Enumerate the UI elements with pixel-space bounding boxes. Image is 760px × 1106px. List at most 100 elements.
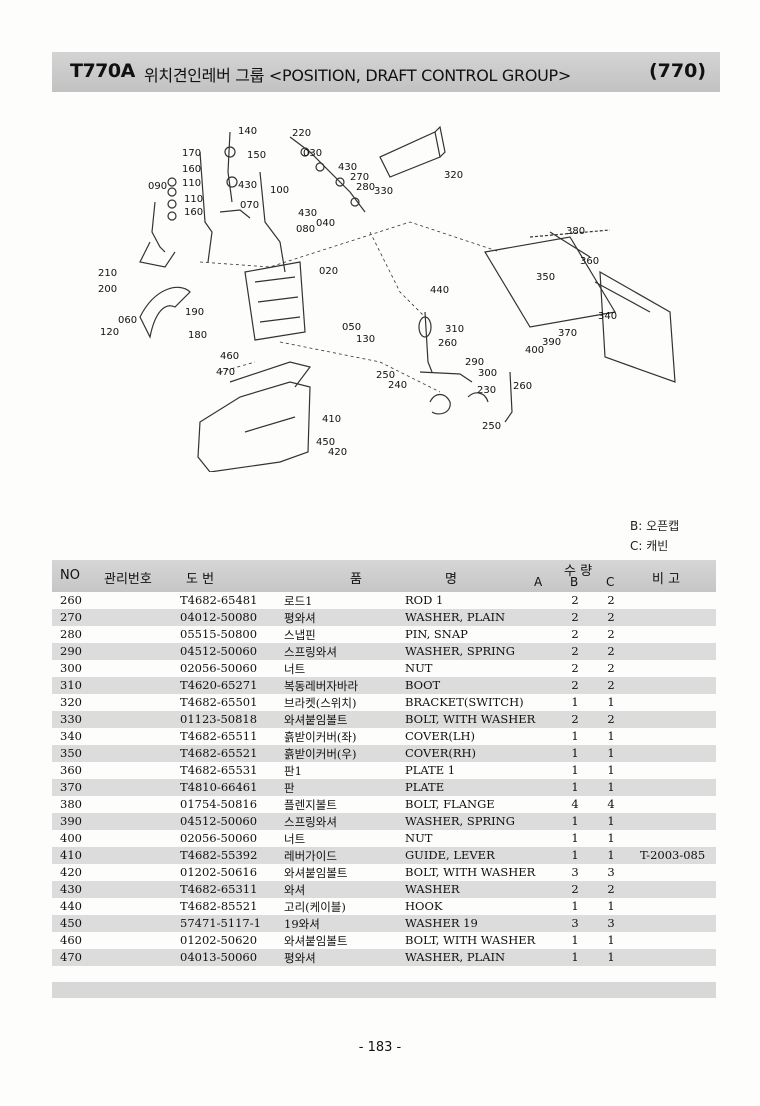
svg-text:060: 060 [118,315,137,326]
qty-b: 1 [571,780,579,794]
group-header: T770A 위치견인레버 그룹 <POSITION, DRAFT CONTROL… [52,52,720,92]
part-name-en: PLATE 1 [405,763,456,777]
part-name-en: NUT [405,661,433,675]
qty-b: 2 [571,644,579,658]
qty-b: 1 [571,763,579,777]
qty-c: 2 [607,593,615,607]
part-name-en: BOLT, WITH WASHER [405,712,536,726]
part-name-en: BOOT [405,678,441,692]
part-no: 460 [60,933,82,947]
qty-c: 1 [607,831,615,845]
svg-text:250: 250 [482,421,501,432]
qty-b: 2 [571,593,579,607]
part-name-kr: 너트 [284,662,306,676]
part-name-en: WASHER, SPRING [405,644,515,658]
part-number: T4682-65311 [180,882,258,896]
svg-text:350: 350 [536,272,555,283]
part-name-en: BOLT, WITH WASHER [405,933,536,947]
part-number: T4682-65521 [180,746,258,760]
col-name-part1: 품 [350,572,362,587]
part-number: 02056-50060 [180,661,258,675]
group-code: (770) [648,60,706,82]
svg-text:320: 320 [444,170,463,181]
part-no: 290 [60,644,82,658]
col-mgmt-number: 관리번호 [104,572,152,587]
model-code: T770A [70,60,135,82]
part-name-en: NUT [405,831,433,845]
qty-b: 1 [571,729,579,743]
part-no: 470 [60,950,82,964]
svg-text:460: 460 [220,351,239,362]
qty-b: 1 [571,814,579,828]
svg-text:340: 340 [598,311,617,322]
part-no: 390 [60,814,82,828]
part-name-kr: 레버가이드 [284,849,337,863]
part-name-en: ROD 1 [405,593,444,607]
svg-text:040: 040 [316,218,335,229]
qty-c: 2 [607,661,615,675]
qty-b: 1 [571,950,579,964]
col-qty-c: C [606,575,615,589]
part-name-kr: 플렌지볼트 [284,798,337,812]
svg-text:150: 150 [247,150,266,161]
part-name-kr: 와셔붙임볼트 [284,866,348,880]
qty-b: 2 [571,610,579,624]
svg-text:160: 160 [182,164,201,175]
svg-text:370: 370 [558,328,577,339]
svg-text:200: 200 [98,284,117,295]
part-number: 02056-50060 [180,831,258,845]
legend: B: 오픈캡 C: 캐빈 [630,516,679,556]
svg-text:210: 210 [98,268,117,279]
part-number: T4682-65481 [180,593,258,607]
qty-c: 3 [607,916,615,930]
part-number: 57471-5117-1 [180,916,261,930]
svg-text:380: 380 [566,226,585,237]
qty-b: 1 [571,695,579,709]
page-number: - 183 - [358,1040,402,1055]
qty-c: 1 [607,950,615,964]
svg-text:080: 080 [296,224,315,235]
qty-c: 2 [607,678,615,692]
part-number: 04013-50060 [180,950,258,964]
svg-text:390: 390 [542,337,561,348]
part-name-kr: 와셔 [284,883,306,897]
svg-text:110: 110 [184,194,203,205]
part-number: 01754-50816 [180,797,258,811]
qty-c: 1 [607,729,615,743]
col-no: NO [60,568,80,583]
part-number: 04012-50080 [180,610,258,624]
col-drawing-number: 도 번 [186,572,215,587]
svg-text:120: 120 [100,327,119,338]
svg-text:230: 230 [477,385,496,396]
part-number: 04512-50060 [180,814,258,828]
part-no: 420 [60,865,82,879]
part-number: 05515-50800 [180,627,258,641]
qty-c: 1 [607,746,615,760]
part-name-kr: 흙받이커버(좌) [284,730,357,744]
legend-open-cap: B: 오픈캡 [630,519,680,533]
part-no: 400 [60,831,82,845]
qty-b: 4 [571,797,579,811]
part-no: 370 [60,780,82,794]
qty-c: 1 [607,933,615,947]
qty-b: 3 [571,916,579,930]
svg-text:220: 220 [292,128,311,139]
part-name-en: HOOK [405,899,443,913]
svg-text:450: 450 [316,437,335,448]
qty-c: 1 [607,763,615,777]
svg-text:250: 250 [376,370,395,381]
qty-c: 4 [607,797,615,811]
col-name-part2: 명 [445,572,457,587]
part-number: T4682-55392 [180,848,258,862]
qty-c: 1 [607,780,615,794]
